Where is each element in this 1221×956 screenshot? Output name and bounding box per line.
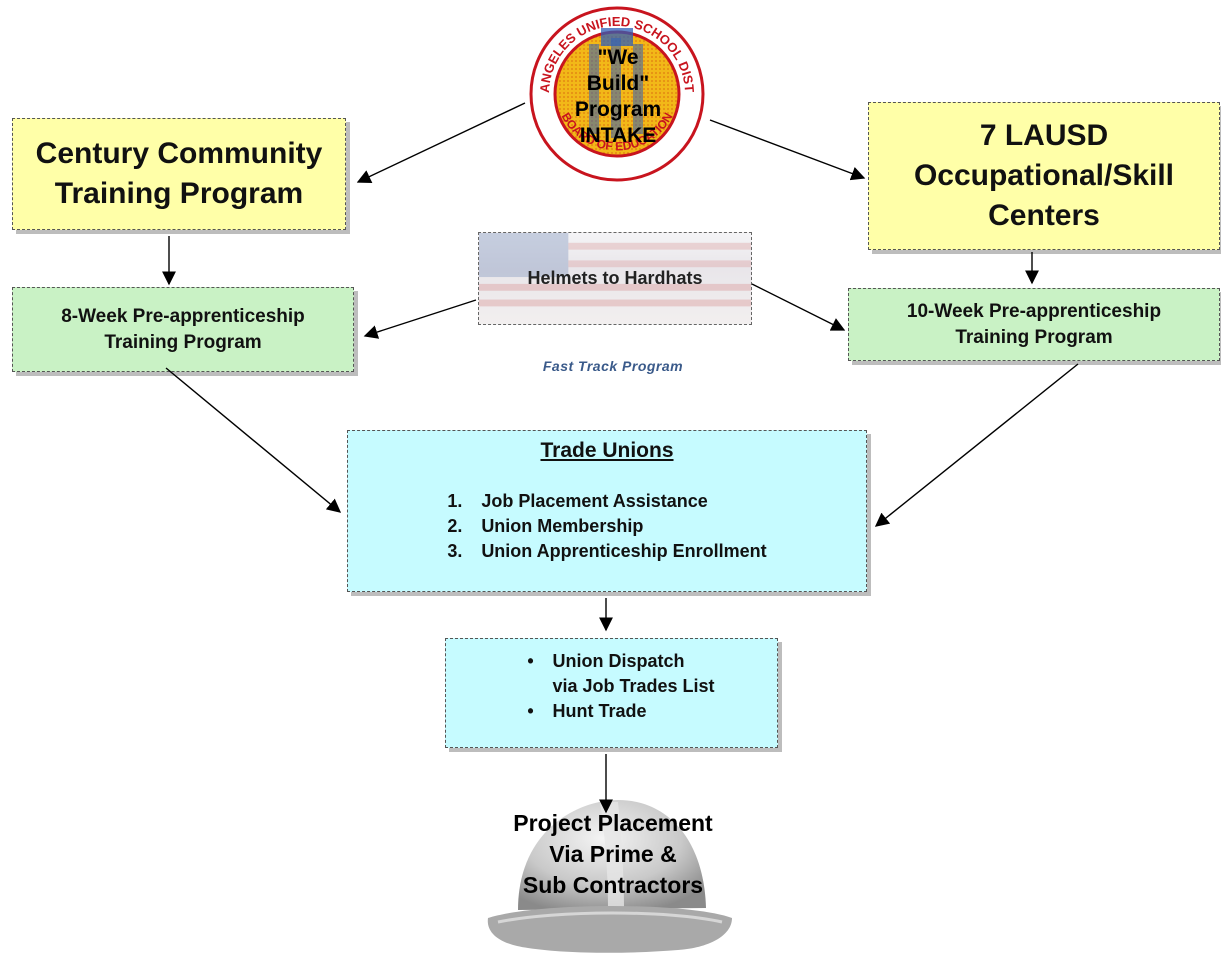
intake-line: "We Build": [586, 46, 650, 95]
intake-label: "We Build" Program INTAKE: [570, 45, 666, 149]
helmets-to-hardhats-box: Helmets to Hardhats: [478, 232, 752, 325]
trade-unions-list: 1. Job Placement Assistance 2. Union Membe…: [447, 489, 766, 564]
bullet: •: [527, 701, 534, 721]
trade-unions-box: Trade Unions 1. Job Placement Assistance …: [347, 430, 867, 592]
union-dispatch-box: • Union Dispatch via Job Trades List • H…: [445, 638, 778, 748]
flag-background-image: [479, 233, 751, 307]
century-community-box: Century Community Training Program: [12, 118, 346, 230]
list-item: 2. Union Membership: [447, 514, 766, 539]
intake-line: INTAKE: [579, 124, 657, 147]
list-item: 1. Job Placement Assistance: [447, 489, 766, 514]
lausd-line: 7 LAUSD: [979, 119, 1109, 152]
list-item: 3. Union Apprenticeship Enrollment: [447, 539, 766, 564]
list-number: 3.: [447, 541, 463, 561]
lausd-centers-box: 7 LAUSD Occupational/Skill Centers: [868, 102, 1220, 250]
dispatch-list: • Union Dispatch via Job Trades List • H…: [508, 649, 714, 724]
placement-line: Project Placement: [513, 810, 713, 836]
list-number: 2.: [447, 516, 463, 536]
lausd-line: Occupational/Skill: [913, 159, 1175, 192]
prog8-line: 8-Week Pre-apprenticeship: [61, 305, 305, 327]
list-text: Job Placement Assistance: [481, 491, 708, 511]
prog10-line: 10-Week Pre-apprenticeship: [906, 300, 1162, 322]
arrow-intake-to-lausd: [709, 119, 866, 181]
ten-week-program-box: 10-Week Pre-apprenticeship Training Prog…: [848, 288, 1220, 361]
arrow-helmets-to-8week: [363, 299, 477, 339]
list-number: 1.: [447, 491, 463, 511]
trade-unions-title: Trade Unions: [540, 439, 674, 462]
list-text: Union Dispatch: [552, 651, 685, 671]
century-line: Century Community: [35, 137, 323, 170]
lausd-line: Centers: [988, 199, 1100, 232]
fast-track-caption: Fast Track Program: [542, 358, 684, 374]
arrow-intake-to-century: [356, 102, 526, 183]
hard-hat-image: [487, 800, 732, 953]
arrow-10week-to-unions: [874, 363, 1079, 527]
helmets-label: Helmets to Hardhats: [527, 268, 703, 288]
list-text: Hunt Trade: [552, 701, 647, 721]
list-text: via Job Trades List: [552, 676, 715, 696]
project-placement-label: Project Placement Via Prime & Sub Contra…: [470, 808, 756, 901]
list-item: • Union Dispatch via Job Trades List: [508, 649, 714, 699]
placement-line: Sub Contractors: [522, 872, 704, 898]
century-line: Training Program: [54, 177, 304, 210]
intake-line: Program: [574, 98, 662, 121]
arrow-8week-to-unions: [165, 367, 342, 513]
list-text: Union Apprenticeship Enrollment: [481, 541, 767, 561]
list-item: • Hunt Trade: [508, 699, 714, 724]
lausd-seal-logo: LOS ANGELES UNIFIED SCHOOL DISTRICTBOARD…: [527, 4, 705, 182]
placement-line: Via Prime &: [549, 841, 677, 867]
prog8-line: Training Program: [104, 331, 262, 353]
eight-week-program-box: 8-Week Pre-apprenticeship Training Progr…: [12, 287, 354, 372]
bullet: •: [527, 651, 534, 671]
prog10-line: Training Program: [955, 326, 1113, 348]
arrow-helmets-to-10week: [751, 283, 846, 331]
list-text: Union Membership: [481, 516, 644, 536]
